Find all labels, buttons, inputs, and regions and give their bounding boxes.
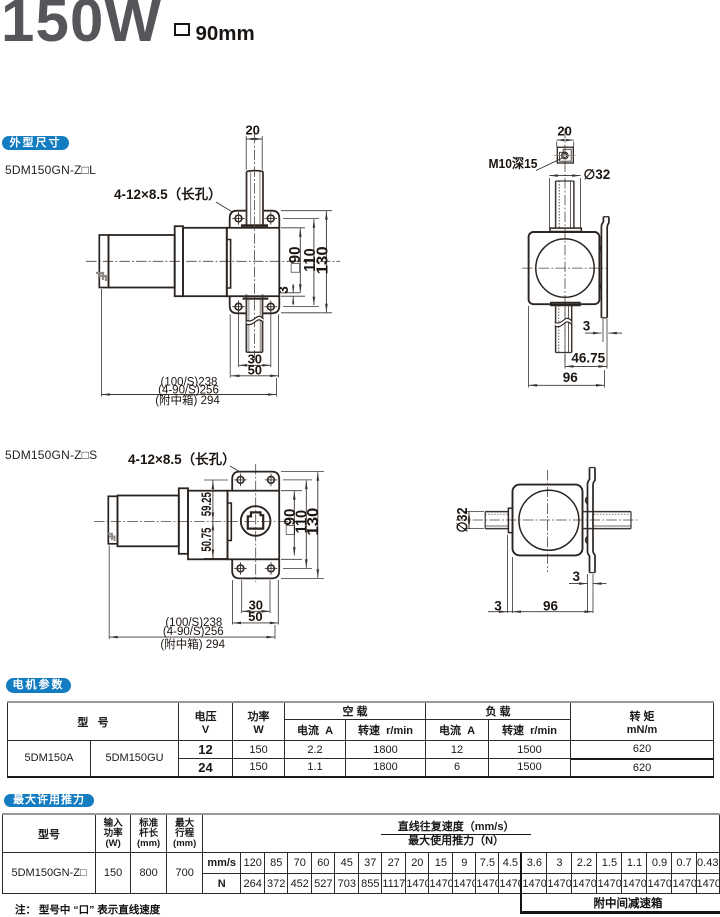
svg-text:3: 3	[572, 569, 580, 584]
svg-text:3: 3	[276, 286, 291, 294]
svg-text:110: 110	[302, 248, 319, 272]
svg-text:□90: □90	[287, 247, 304, 273]
svg-text:46.75: 46.75	[571, 351, 605, 366]
svg-text:∅32: ∅32	[455, 508, 471, 533]
svg-text:∅32: ∅32	[584, 167, 611, 182]
svg-text:20: 20	[245, 123, 259, 138]
svg-text:(100/S)238: (100/S)238	[161, 377, 218, 389]
svg-text:(附中箱) 294: (附中箱) 294	[160, 637, 225, 651]
svg-text:50.75: 50.75	[198, 527, 214, 551]
svg-text:30: 30	[249, 597, 263, 612]
svg-text:20: 20	[557, 123, 571, 138]
svg-text:(4-90/S)256: (4-90/S)256	[163, 626, 224, 638]
svg-text:4-12×8.5（长孔）: 4-12×8.5（长孔）	[128, 451, 236, 467]
svg-text:M10深15: M10深15	[489, 156, 538, 171]
svg-text:(100/S)238: (100/S)238	[165, 617, 222, 629]
svg-text:4-12×8.5（长孔）: 4-12×8.5（长孔）	[114, 186, 222, 202]
svg-text:□90: □90	[282, 509, 299, 535]
svg-text:96: 96	[563, 370, 579, 385]
svg-text:96: 96	[543, 599, 559, 614]
svg-text:50: 50	[248, 362, 262, 377]
svg-text:(4-90/S)256: (4-90/S)256	[158, 385, 219, 397]
svg-text:(附中箱) 294: (附中箱) 294	[155, 393, 220, 407]
svg-text:130: 130	[305, 508, 322, 536]
svg-text:130: 130	[315, 246, 332, 274]
svg-text:3: 3	[494, 598, 502, 613]
svg-text:3: 3	[583, 319, 591, 334]
svg-text:59.25: 59.25	[198, 492, 214, 516]
svg-text:110: 110	[294, 510, 311, 534]
svg-text:50: 50	[248, 609, 262, 624]
svg-text:30: 30	[248, 352, 262, 367]
